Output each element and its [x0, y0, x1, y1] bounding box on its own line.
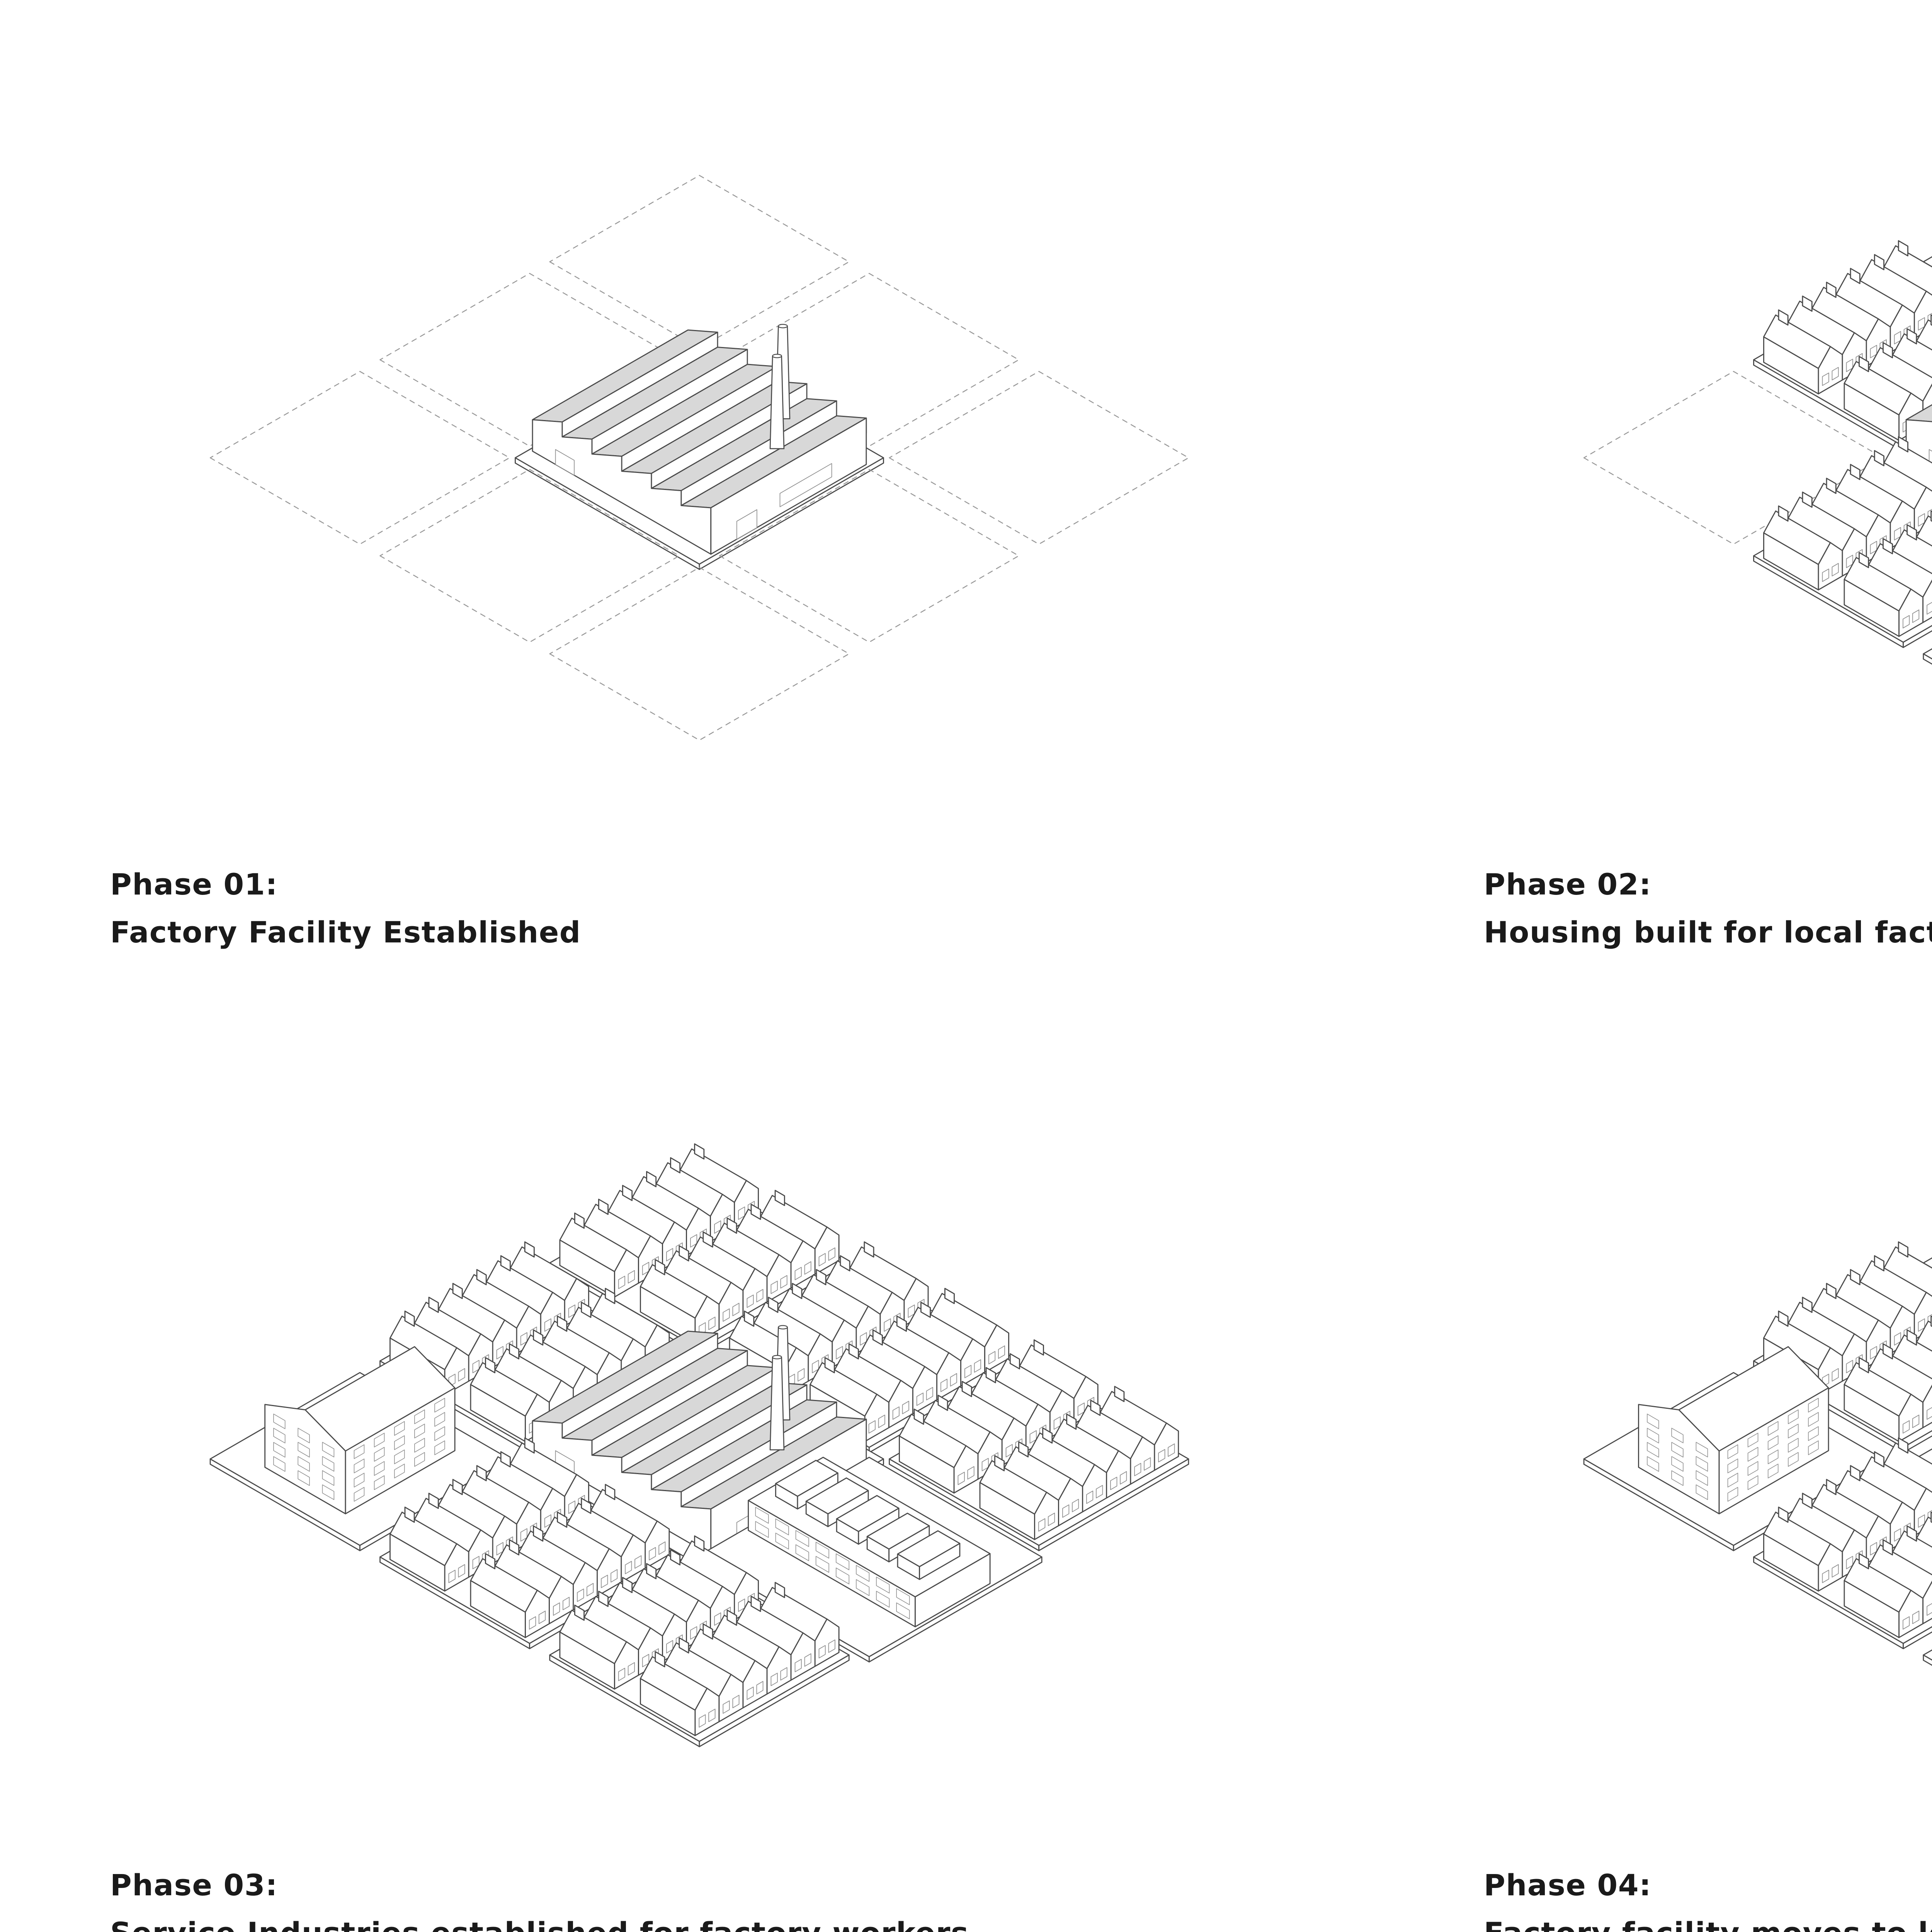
panel-phase-02: Phase 02: Housing built for local factor…: [1374, 0, 1932, 1001]
phase-01-caption-block: Phase 01: Factory Facility Established: [110, 867, 1289, 959]
phase-03-axonometric-illustration: [209, 1143, 1189, 1747]
plot-factory: [515, 324, 884, 570]
phase-03-title: Phase 03:: [110, 1868, 278, 1902]
plot-dashed-plot: [719, 273, 1019, 447]
panel-phase-04: Phase 04: Factory facility moves to less…: [1374, 1001, 1932, 1932]
phase-03-description: Service Industries established for facto…: [110, 1918, 1289, 1932]
phase-02-title: Phase 02:: [1484, 867, 1651, 901]
phase-02-description: Housing built for local factory workers: [1484, 915, 1932, 949]
plot-terraced-houses: [889, 1339, 1189, 1551]
phase-02-caption-block: Phase 02: Housing built for local factor…: [1484, 867, 1932, 959]
phase-04-description: Factory facility moves to less dense and…: [1484, 1918, 1932, 1932]
plot-dashed-plot: [1583, 371, 1884, 545]
phase-01-description: Factory Facility Established: [110, 915, 581, 949]
panel-phase-03: Phase 03: Service Industries established…: [0, 1001, 1374, 1932]
phase-03-caption-block: Phase 03: Service Industries established…: [110, 1871, 1289, 1932]
plot-terraced-houses: [1923, 1649, 1932, 1666]
plot-dashed-plot: [719, 469, 1019, 643]
phase-04-title: Phase 04:: [1484, 1868, 1651, 1902]
plot-terraced-houses: [549, 1535, 850, 1747]
plot-dashed-plot: [379, 273, 680, 447]
panel-phase-01: Phase 01: Factory Facility Established: [0, 0, 1374, 1001]
phase-04-caption-block: Phase 04: Factory facility moves to less…: [1484, 1871, 1932, 1932]
plot-dashed-plot: [209, 371, 510, 545]
phase-01-axonometric-illustration: [209, 175, 1189, 741]
plot-dashed-plot: [549, 567, 850, 741]
plot-terraced-houses: [1753, 1437, 1932, 1649]
plot-terraced-houses: [1753, 240, 1932, 452]
phase-01-title: Phase 01:: [110, 867, 278, 901]
phase-02-axonometric-illustration: [1583, 240, 1932, 665]
plot-dashed-plot: [889, 371, 1189, 545]
plot-dashed-plot: [549, 175, 850, 349]
plot-dashed-plot: [379, 469, 680, 643]
plot-terraced-houses: [1923, 648, 1932, 665]
phase-04-axonometric-illustration: [1583, 1241, 1932, 1666]
plot-terraced-houses: [1753, 436, 1932, 648]
plot-service-hall: [696, 1456, 1043, 1662]
